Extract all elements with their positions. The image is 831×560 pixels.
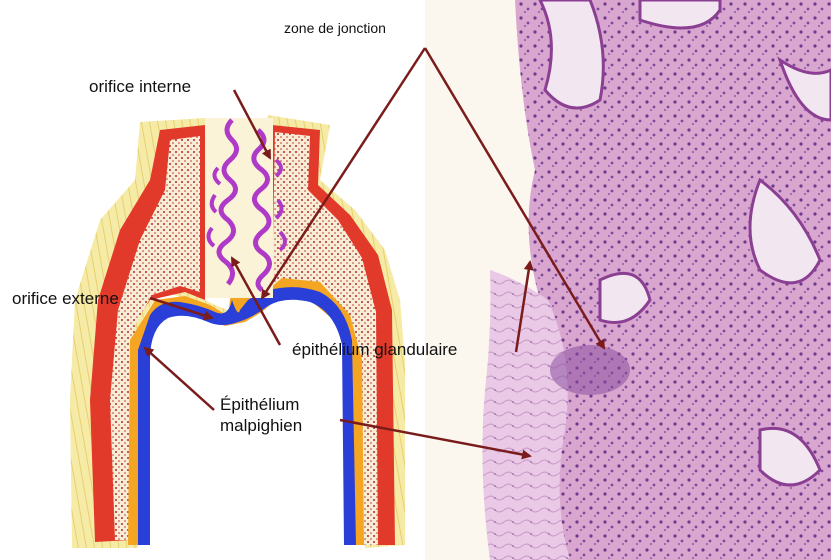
- label-epithelium-malpighien-line1: Épithélium: [220, 394, 302, 415]
- dark-cell-cluster: [550, 345, 630, 395]
- label-orifice-interne: orifice interne: [89, 77, 191, 97]
- label-epithelium-glandulaire: épithélium glandulaire: [292, 340, 457, 360]
- label-orifice-externe: orifice externe: [12, 289, 119, 309]
- label-zone-de-jonction: zone de jonction: [284, 20, 386, 36]
- histology-micrograph: [425, 0, 831, 560]
- label-epithelium-malpighien-line2: malpighien: [220, 415, 302, 436]
- label-epithelium-malpighien: Épithélium malpighien: [220, 394, 302, 437]
- cervix-schematic: [70, 115, 405, 548]
- arrow-malpighien-left: [145, 348, 214, 410]
